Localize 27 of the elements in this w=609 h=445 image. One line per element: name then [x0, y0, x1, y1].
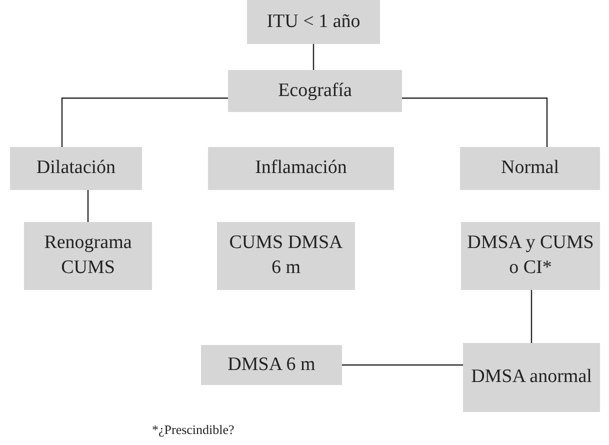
box-text: CUMS DMSA 6 m [228, 231, 344, 280]
box-text: DMSA anormal [471, 365, 592, 390]
process-box [201, 345, 342, 385]
connector-line [530, 290, 532, 343]
process-box [24, 222, 152, 290]
process-box [463, 343, 600, 412]
connector-line [87, 190, 89, 222]
footnote: *¿Prescindible? [152, 422, 234, 438]
process-box [10, 147, 142, 190]
connector-line [402, 98, 548, 147]
box-text: Renograma CUMS [43, 231, 133, 280]
box-text: DMSA 6 m [228, 352, 316, 377]
box-text: DMSA y CUMS o CI* [467, 231, 594, 280]
connector-line [61, 98, 228, 147]
process-box [217, 222, 355, 290]
box-text: ITU < 1 año [266, 10, 360, 34]
box-text: Normal [500, 156, 560, 180]
process-box [247, 0, 380, 44]
process-box [228, 70, 402, 112]
box-text: Inflamación [255, 156, 347, 180]
process-box [208, 147, 394, 190]
process-box [460, 147, 600, 190]
connector-line [342, 364, 463, 366]
box-text: Dilatación [36, 156, 116, 180]
process-box [461, 222, 600, 290]
connector-line [312, 44, 314, 70]
box-text: Ecografía [278, 78, 352, 103]
